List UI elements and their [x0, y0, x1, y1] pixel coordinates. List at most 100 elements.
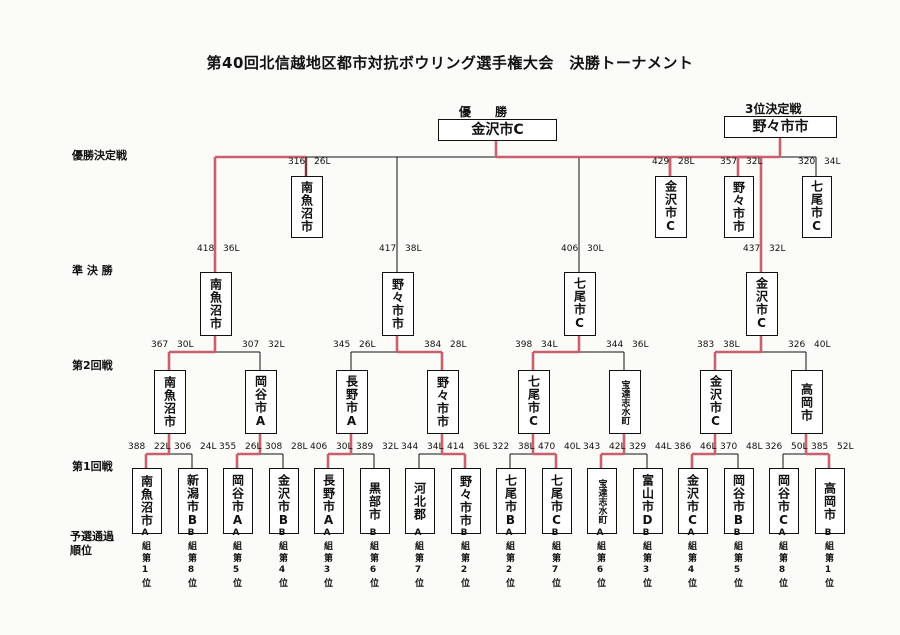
qualifier-header-line1: 予選通過 [70, 530, 114, 543]
score-value: 345 [333, 340, 351, 350]
champion-box: 金沢市C [438, 119, 557, 141]
qualifier-rank: A組第8位 [777, 528, 787, 590]
semifinal-team-box: 南魚沼市 [200, 272, 232, 336]
lane-value: 28L [447, 340, 467, 350]
lane-value: 42L [606, 442, 626, 452]
semifinal-team-box: 野々市市 [382, 272, 414, 336]
semifinal-score: 418 36L [197, 244, 240, 254]
lane-value: 36L [470, 442, 490, 452]
qualifier-rank: A組第2位 [504, 528, 514, 590]
score-value: 470 [538, 442, 556, 452]
lane-value: 26L [311, 157, 331, 167]
qualifier-rank: B組第5位 [732, 528, 742, 590]
round1-score: 386 46L [674, 442, 717, 452]
round1-team-box: 岡谷市A [223, 468, 253, 534]
round1-score: 414 36L [447, 442, 490, 452]
qualifier-rank: B組第7位 [550, 528, 560, 590]
score-value: 386 [674, 442, 692, 452]
qualifier-rank: A組第6位 [595, 528, 605, 590]
third-place-score: 357 32L [720, 157, 763, 167]
score-value: 306 [174, 442, 192, 452]
round1-score: 355 26L [219, 442, 262, 452]
qualifier-rank: A組第7位 [413, 528, 423, 590]
lane-value: 24L [197, 442, 217, 452]
lane-value: 52L [834, 442, 854, 452]
score-value: 370 [720, 442, 738, 452]
round2-score: 383 38L [697, 340, 740, 350]
lane-value: 32L [766, 244, 786, 254]
lane-value: 32L [265, 340, 285, 350]
round2-team-box: 南魚沼市 [154, 370, 186, 434]
lane-value: 34L [821, 157, 841, 167]
score-value: 367 [151, 340, 169, 350]
round2-team-box: 高岡市 [791, 370, 823, 434]
round1-score: 388 22L [128, 442, 171, 452]
round1-score: 329 44L [629, 442, 672, 452]
score-value: 383 [697, 340, 715, 350]
lane-value: 50L [788, 442, 808, 452]
lane-value: 26L [242, 442, 262, 452]
score-value: 326 [765, 442, 783, 452]
round1-score: 389 32L [356, 442, 399, 452]
round1-team-box: 金沢市C [678, 468, 708, 534]
round-label-semifinal: 準 決 勝 [72, 264, 113, 277]
lane-value: 36L [629, 340, 649, 350]
round1-score: 306 24L [174, 442, 217, 452]
round1-team-box: 高岡市 [815, 468, 845, 534]
round1-score: 406 30L [310, 442, 353, 452]
final-team-box: 南魚沼市 [291, 176, 323, 238]
qualifier-rank: A組第4位 [686, 528, 696, 590]
lane-value: 30L [174, 340, 194, 350]
score-value: 398 [515, 340, 533, 350]
round-label-round2: 第2回戦 [72, 359, 113, 372]
round1-team-box: 七尾市C [542, 468, 572, 534]
score-value: 355 [219, 442, 237, 452]
round1-score: 370 48L [720, 442, 763, 452]
score-value: 344 [401, 442, 419, 452]
score-value: 414 [447, 442, 465, 452]
round1-team-box: 新潟市B [178, 468, 208, 534]
champion-label: 優 勝 [459, 105, 514, 119]
round2-team-box: 宝達志水町 [609, 370, 641, 434]
round2-score: 367 30L [151, 340, 194, 350]
score-value: 343 [583, 442, 601, 452]
score-value: 344 [606, 340, 624, 350]
lane-value: 32L [743, 157, 763, 167]
round-label-final: 優勝決定戦 [72, 149, 127, 162]
round1-team-box: 金沢市B [269, 468, 299, 534]
semifinal-score: 437 32L [743, 244, 786, 254]
qualifier-header-line2: 順位 [70, 544, 92, 557]
final-score: 316 26L [288, 157, 331, 167]
score-value: 429 [652, 157, 670, 167]
third-place-score: 320 34L [798, 157, 841, 167]
round-label-round1: 第1回戦 [72, 460, 113, 473]
round1-team-box: 長野市A [314, 468, 344, 534]
lane-value: 22L [151, 442, 171, 452]
score-value: 417 [379, 244, 397, 254]
lane-value: 28L [288, 442, 308, 452]
semifinal-team-box: 金沢市C [746, 272, 778, 336]
third-place-label: 3位決定戦 [745, 102, 802, 116]
score-value: 437 [743, 244, 761, 254]
qualifier-rank: B組第6位 [368, 528, 378, 590]
qualifier-rank: B組第2位 [459, 528, 469, 590]
score-value: 326 [788, 340, 806, 350]
round2-score: 326 40L [788, 340, 831, 350]
round1-team-box: 富山市D [633, 468, 663, 534]
round1-score: 385 52L [811, 442, 854, 452]
score-value: 384 [424, 340, 442, 350]
round2-score: 307 32L [242, 340, 285, 350]
semifinal-score: 406 30L [561, 244, 604, 254]
lane-value: 38L [720, 340, 740, 350]
lane-value: 38L [402, 244, 422, 254]
score-value: 389 [356, 442, 374, 452]
qualifier-rank: B組第4位 [277, 528, 287, 590]
round2-team-box: 七尾市C [518, 370, 550, 434]
round1-team-box: 宝達志水町 [587, 468, 617, 534]
lane-value: 44L [652, 442, 672, 452]
round2-team-box: 野々市市 [427, 370, 459, 434]
round1-score: 322 38L [492, 442, 535, 452]
round1-team-box: 岡谷市B [724, 468, 754, 534]
score-value: 406 [561, 244, 579, 254]
final-team-box: 金沢市C [655, 176, 687, 238]
